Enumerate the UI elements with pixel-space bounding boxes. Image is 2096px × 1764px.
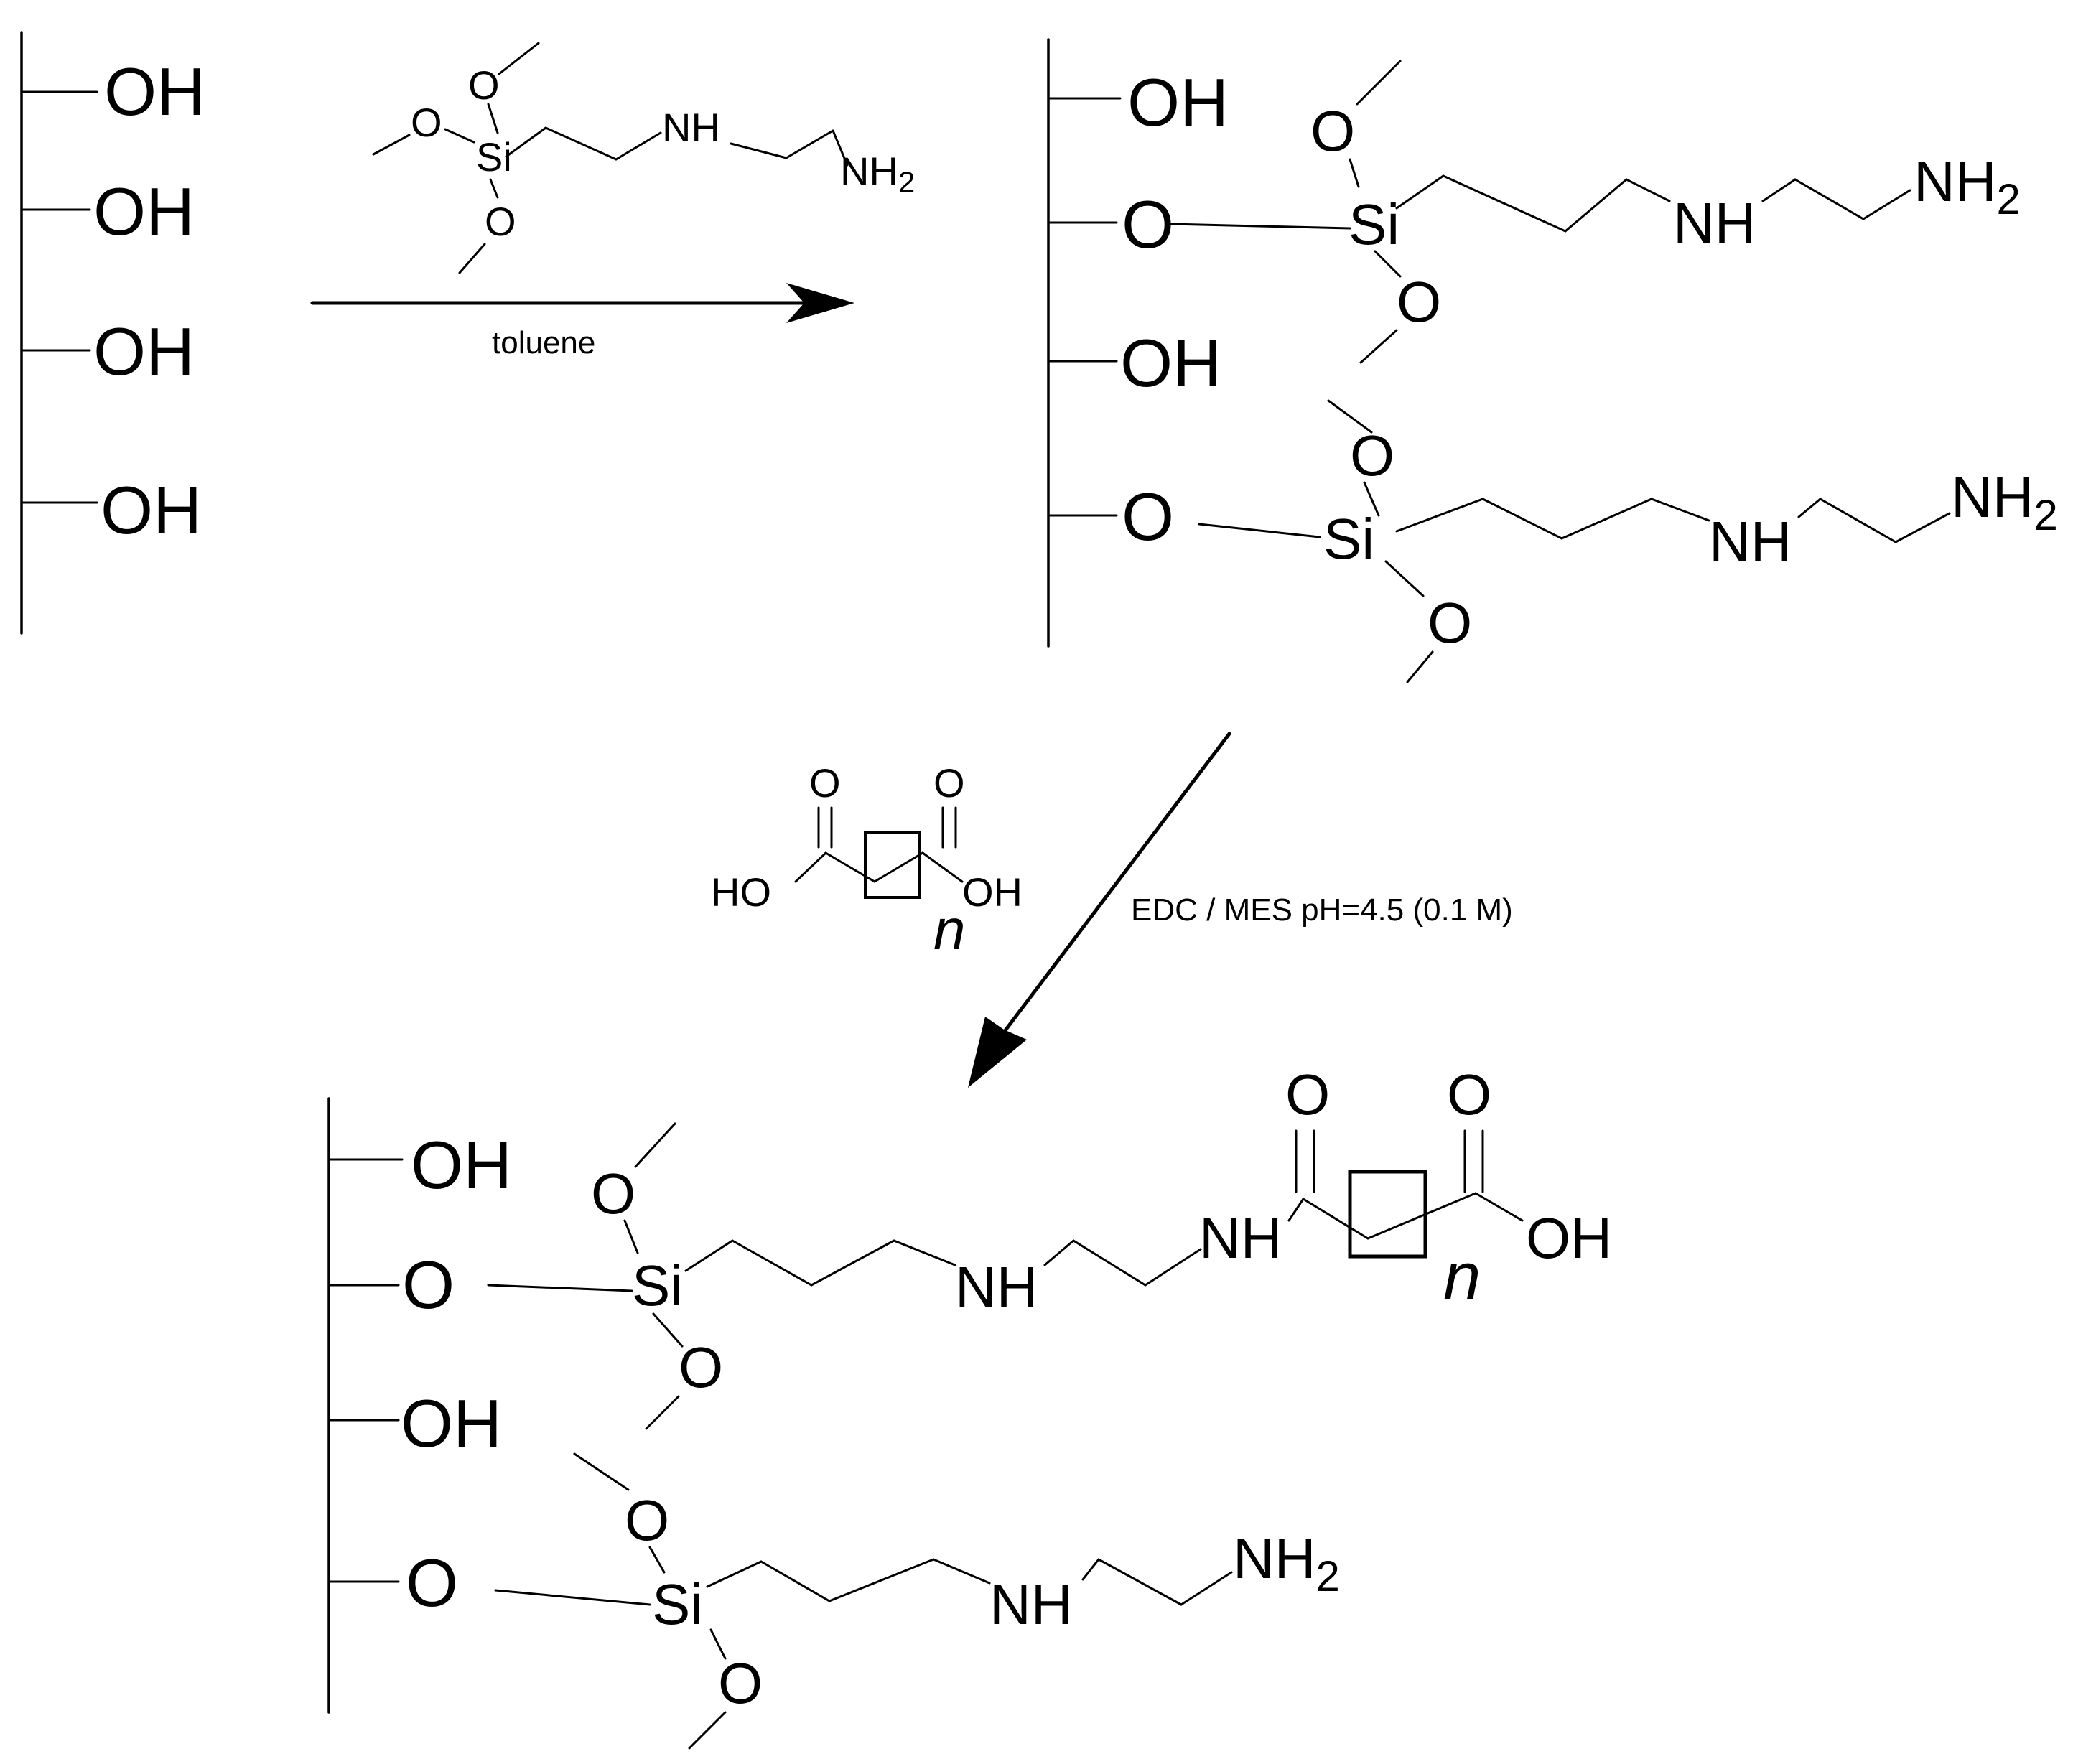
svg-text:Si: Si	[652, 1572, 703, 1636]
svg-text:Si: Si	[1349, 192, 1399, 256]
svg-text:NH2: NH2	[1233, 1526, 1340, 1600]
hydroxyl-label: OH	[93, 174, 195, 249]
svg-text:NH: NH	[1709, 510, 1792, 574]
surface-product: OH O OH O O Si NH NH O O OH n O	[327, 1063, 1612, 1750]
svg-text:NH: NH	[1199, 1206, 1282, 1270]
condition-label-step2: EDC / MES pH=4.5 (0.1 M)	[1131, 892, 1513, 928]
svg-text:O: O	[485, 199, 516, 244]
svg-text:O: O	[679, 1335, 723, 1399]
surface-aminosilane: OH O OH O Si O NH NH2 O O Si NH	[1047, 38, 2058, 683]
reaction-arrow-2: EDC / MES pH=4.5 (0.1 M)	[968, 732, 1513, 1088]
svg-text:NH2: NH2	[1914, 149, 2021, 223]
svg-text:Si: Si	[632, 1254, 683, 1317]
svg-text:O: O	[809, 760, 841, 806]
svg-text:O: O	[625, 1488, 669, 1552]
svg-text:NH: NH	[989, 1572, 1073, 1636]
hydroxyl-label: OH	[1120, 325, 1221, 401]
svg-text:O: O	[1427, 591, 1472, 655]
svg-text:n: n	[933, 897, 966, 961]
svg-text:O: O	[718, 1651, 763, 1715]
svg-text:OH: OH	[1526, 1206, 1612, 1270]
dicarboxylic-acid-reagent: O HO O HO OH n	[711, 760, 1023, 961]
condition-label-step1: toluene	[492, 325, 595, 360]
svg-text:n: n	[1443, 1238, 1481, 1314]
svg-text:O: O	[933, 760, 965, 806]
svg-text:O: O	[1122, 187, 1174, 262]
svg-text:O: O	[1285, 1063, 1330, 1126]
svg-text:NH2: NH2	[840, 149, 915, 199]
svg-text:O: O	[1447, 1063, 1491, 1126]
svg-text:NH2: NH2	[1951, 465, 2058, 539]
surface-bare: OH OH OH OH	[20, 31, 205, 635]
svg-text:O: O	[1122, 479, 1174, 554]
svg-text:Si: Si	[1323, 507, 1374, 571]
svg-text:O: O	[1350, 424, 1394, 487]
svg-text:O: O	[591, 1162, 635, 1226]
svg-text:O: O	[402, 1247, 455, 1322]
aminosilane-reagent: O O Si NH NH2 O	[372, 42, 915, 274]
hydroxyl-label: OH	[1127, 65, 1229, 140]
hydroxyl-label: OH	[401, 1386, 502, 1461]
reaction-arrow-1: toluene	[310, 283, 854, 360]
hydroxyl-label: OH	[104, 54, 205, 129]
hydroxyl-label: OH	[93, 314, 195, 389]
svg-text:O: O	[468, 62, 500, 108]
svg-text:OH: OH	[962, 869, 1023, 915]
svg-text:NH: NH	[955, 1255, 1038, 1319]
svg-text:O: O	[1397, 270, 1441, 334]
hydroxyl-label: OH	[411, 1127, 512, 1203]
svg-text:NH: NH	[1673, 191, 1756, 255]
svg-text:NH: NH	[662, 105, 720, 150]
svg-text:O: O	[406, 1545, 458, 1620]
svg-text:O: O	[1310, 99, 1355, 163]
hydroxyl-label: OH	[101, 472, 202, 548]
svg-text:O: O	[411, 100, 442, 145]
svg-text:HO: HO	[711, 869, 771, 915]
